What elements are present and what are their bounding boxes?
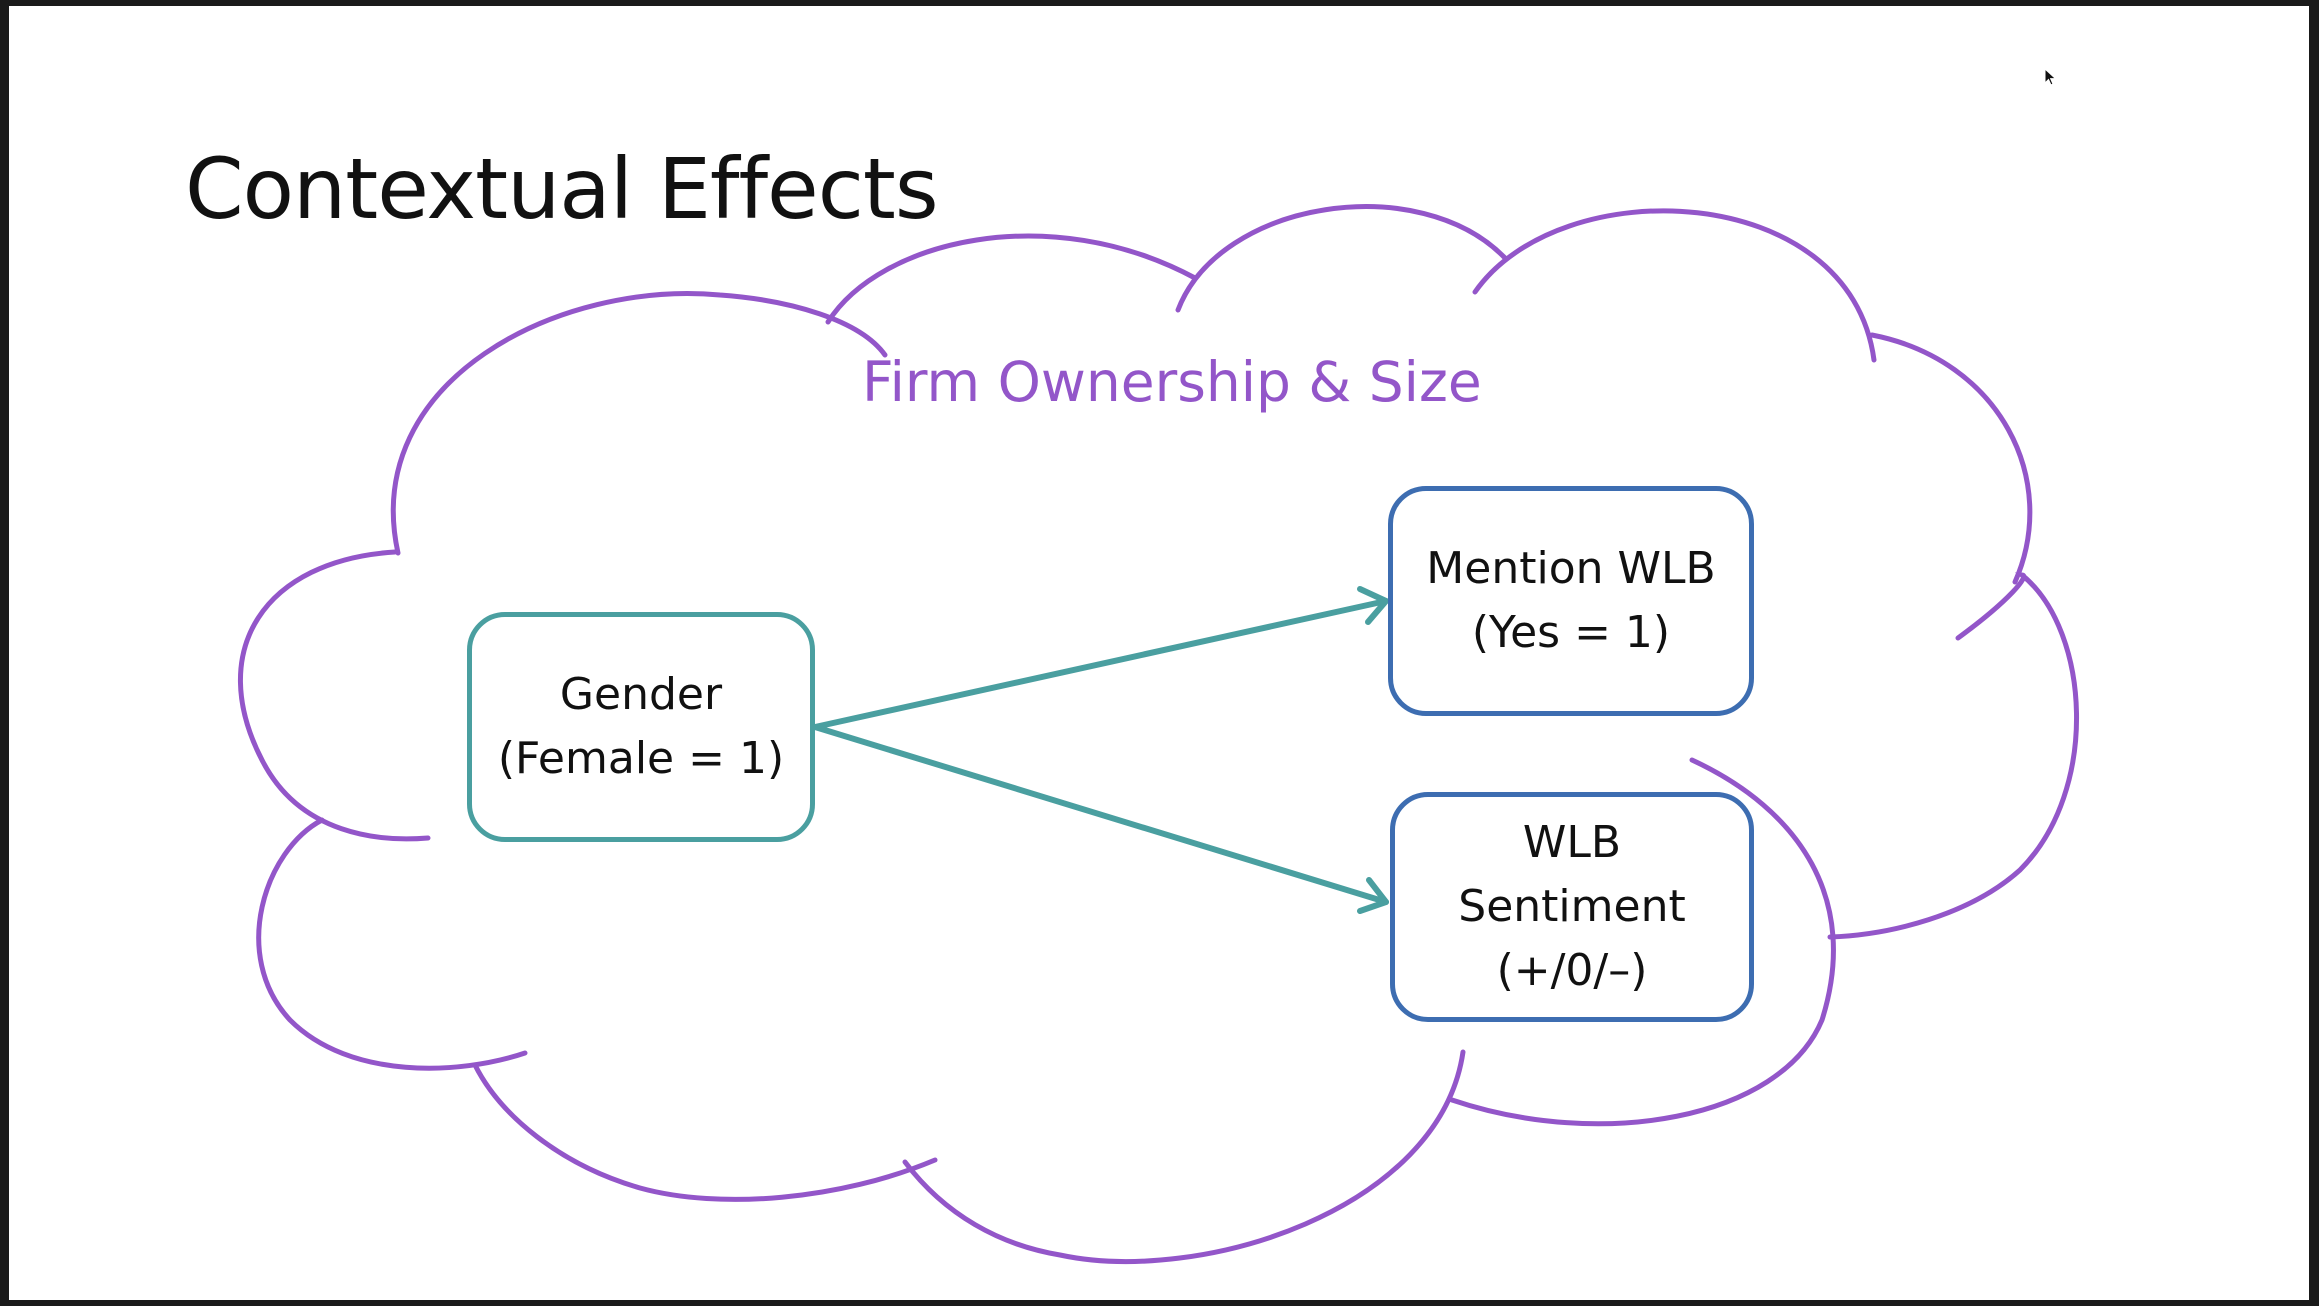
cloud-lobe-top-center [825,233,1198,325]
cloud-lobe-right-mid [1827,572,2080,940]
slide-title: Contextual Effects [185,140,939,238]
cloud-lobe-left-upper [237,549,431,842]
cloud-lobe-right-upper [1869,332,2033,585]
node-sentiment-line2: Sentiment [1458,881,1686,932]
arrow-gender-to-mention [812,598,1389,730]
node-gender-line2: (Female = 1) [497,733,785,784]
arrowhead-mention [1357,586,1389,625]
arrowhead-sentiment [1357,877,1389,914]
cloud-lobe-top-right-b [1472,208,1877,363]
cloud-lobe-top-right-a [1175,204,1508,313]
context-label: Firm Ownership & Size [862,350,1482,414]
cloud-lobe-bottom-center [902,1049,1466,1264]
cloud-lobe-left-lower [256,817,528,1071]
node-gender: Gender (Female = 1) [467,612,815,842]
node-sentiment-line3: (+/0/–) [1496,945,1648,996]
cloud-lobe-bottom-left [472,1062,938,1202]
node-wlb-sentiment: WLB Sentiment (+/0/–) [1390,792,1754,1022]
mouse-cursor-icon [2044,68,2057,86]
node-mention-line2: (Yes = 1) [1471,607,1671,658]
arrow-gender-to-sentiment [812,724,1389,905]
cloud-lobe-top-left [390,291,888,556]
context-cloud [237,204,2080,1264]
arrows [812,586,1389,914]
node-mention-line1: Mention WLB [1426,543,1716,594]
node-mention-wlb: Mention WLB (Yes = 1) [1388,486,1754,716]
node-sentiment-line1: WLB [1522,817,1622,868]
cloud-lobe-right-lower [1449,757,1836,1127]
node-gender-line1: Gender [559,669,723,720]
